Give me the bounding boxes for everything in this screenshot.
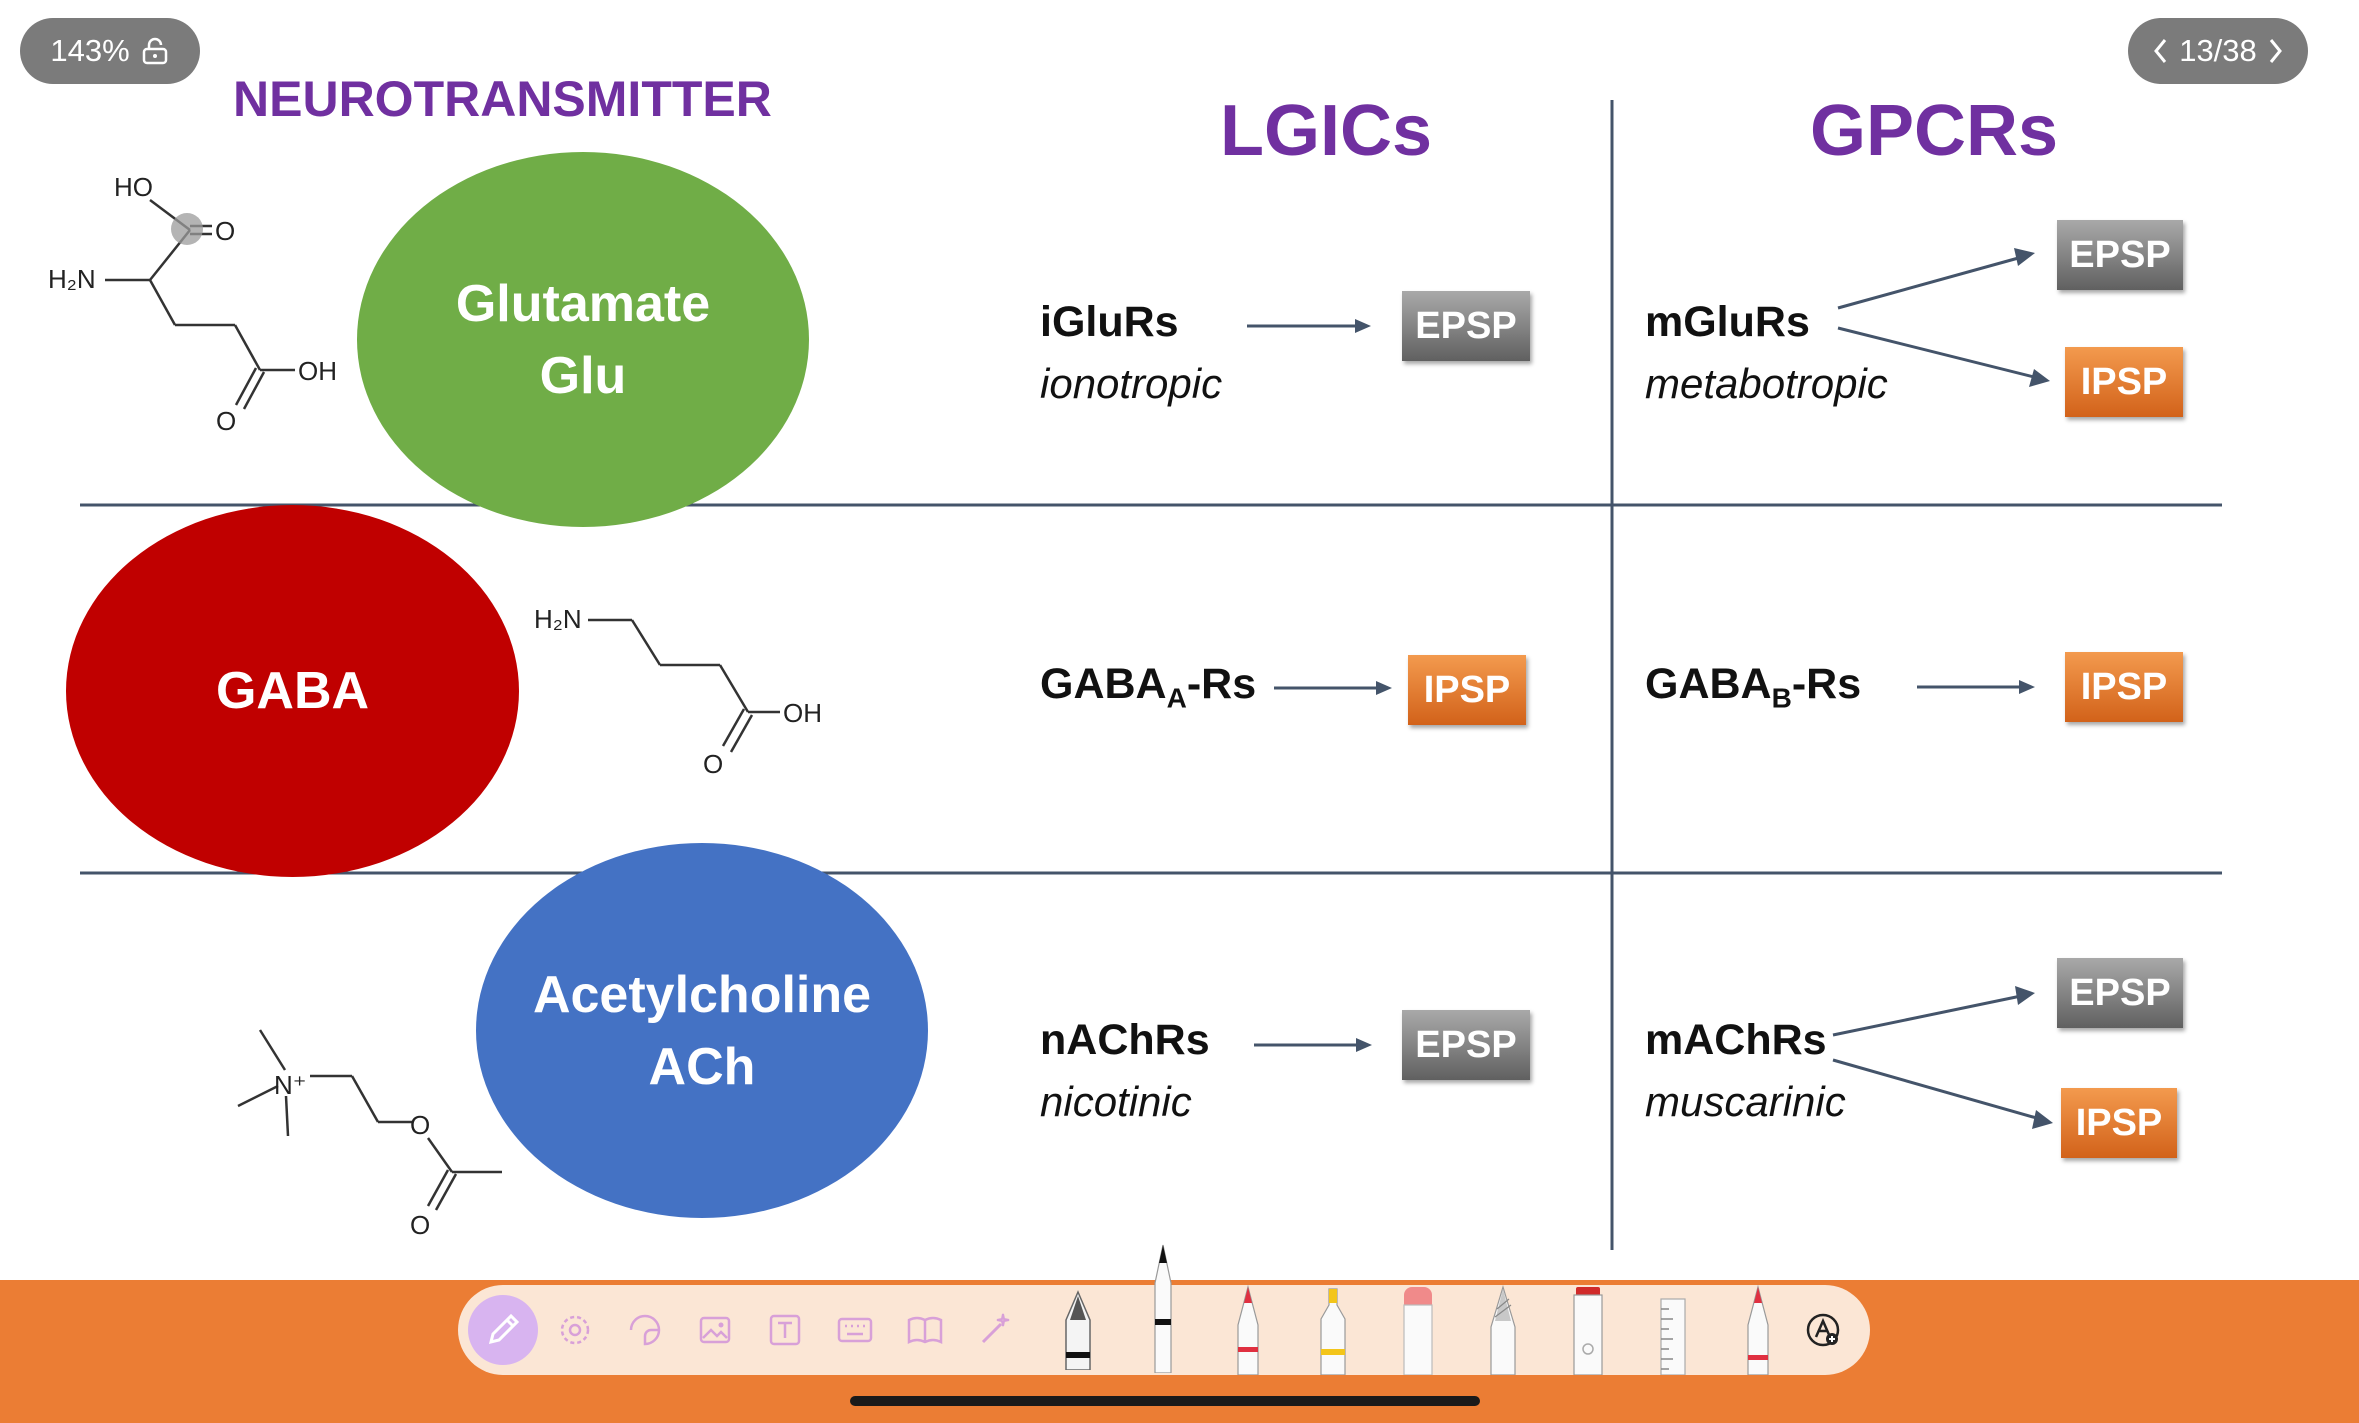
text-box-icon[interactable] bbox=[760, 1305, 810, 1355]
pencil-tool-icon[interactable] bbox=[1478, 1285, 1528, 1375]
eraser-icon[interactable] bbox=[1393, 1285, 1443, 1375]
output-badge-epsp: EPSP bbox=[2057, 958, 2183, 1028]
gpcr-name-machrs: mAChRs bbox=[1645, 1016, 1827, 1064]
page-indicator[interactable]: 13/38 bbox=[2128, 18, 2308, 84]
arrow bbox=[1917, 680, 2035, 694]
branching-arrows bbox=[1837, 248, 2050, 387]
slide-canvas[interactable]: 143% 13/38 NEUROTRANSMITTER LGICs GPCRs bbox=[0, 0, 2359, 1280]
mol-label-o: O bbox=[410, 1110, 430, 1140]
gaba-molecule: H₂N OH O bbox=[534, 604, 822, 779]
mol-label-oh: OH bbox=[783, 698, 822, 728]
lgic-name-gaba-a: GABAA-Rs bbox=[1040, 660, 1257, 714]
ruler-icon[interactable] bbox=[1648, 1295, 1698, 1375]
column-header-lgics: LGICs bbox=[1220, 91, 1433, 171]
output-badge-ipsp: IPSP bbox=[2065, 652, 2183, 722]
brush-pen-icon[interactable] bbox=[1563, 1285, 1613, 1375]
gpcr-type-muscarinic: muscarinic bbox=[1645, 1078, 1846, 1125]
pencil-icon[interactable] bbox=[468, 1295, 538, 1365]
output-badge-ipsp: IPSP bbox=[2065, 347, 2183, 417]
image-icon[interactable] bbox=[690, 1305, 740, 1355]
lock-open-icon bbox=[142, 37, 167, 65]
mol-label-oh: OH bbox=[298, 356, 337, 386]
ballpoint-pen-icon[interactable] bbox=[1138, 1243, 1188, 1373]
red-marker-icon[interactable] bbox=[1733, 1285, 1783, 1375]
slide-title: NEUROTRANSMITTER bbox=[233, 71, 772, 127]
sticker-icon[interactable] bbox=[620, 1305, 670, 1355]
page-number: 13/38 bbox=[2179, 33, 2257, 68]
lgic-type-ionotropic: ionotropic bbox=[1040, 360, 1223, 407]
output-badge-epsp: EPSP bbox=[1402, 291, 1530, 361]
output-badge-epsp: EPSP bbox=[1402, 1010, 1530, 1080]
mol-label-ho: HO bbox=[114, 172, 153, 202]
nt-abbr: Glu bbox=[539, 346, 627, 405]
arrow bbox=[1254, 1038, 1372, 1052]
mol-label-h2n: H₂N bbox=[534, 604, 582, 634]
arrow bbox=[1274, 681, 1392, 695]
table-grid bbox=[80, 100, 2222, 1250]
magic-wand-icon[interactable] bbox=[970, 1305, 1020, 1355]
branching-arrows bbox=[1832, 986, 2053, 1129]
mol-label-o: O bbox=[703, 749, 723, 779]
nt-name: GABA bbox=[215, 662, 370, 720]
lgic-name-nachrs: nAChRs bbox=[1040, 1016, 1210, 1064]
keyboard-icon[interactable] bbox=[830, 1305, 880, 1355]
lgic-name-iglurs: iGluRs bbox=[1040, 298, 1179, 346]
zoom-indicator[interactable]: 143% bbox=[20, 18, 200, 84]
nt-name: Glutamate bbox=[455, 274, 711, 333]
lasso-icon[interactable] bbox=[550, 1305, 600, 1355]
add-pen-icon[interactable] bbox=[1798, 1305, 1848, 1355]
book-icon[interactable] bbox=[900, 1305, 950, 1355]
red-pen-icon[interactable] bbox=[1223, 1285, 1273, 1375]
gaba-ellipse: GABA bbox=[66, 505, 519, 877]
gpcr-type-metabotropic: metabotropic bbox=[1645, 360, 1888, 407]
mol-label-h2n: H₂N bbox=[48, 264, 96, 294]
column-header-gpcrs: GPCRs bbox=[1810, 91, 2059, 171]
mol-label-n: N⁺ bbox=[274, 1070, 307, 1100]
fountain-pen-icon[interactable] bbox=[1053, 1290, 1103, 1370]
chevron-left-icon[interactable] bbox=[2151, 36, 2171, 66]
annotation-toolbar bbox=[458, 1244, 1870, 1375]
nt-name: Acetylcholine bbox=[532, 965, 872, 1024]
gpcr-name-gaba-b: GABAB-Rs bbox=[1645, 660, 1862, 714]
arrow bbox=[1247, 319, 1371, 333]
lgic-type-nicotinic: nicotinic bbox=[1040, 1078, 1192, 1125]
acetylcholine-molecule: N⁺ O O bbox=[237, 1029, 502, 1240]
chevron-right-icon[interactable] bbox=[2265, 36, 2285, 66]
yellow-highlighter-icon[interactable] bbox=[1308, 1285, 1358, 1375]
output-badge-epsp: EPSP bbox=[2057, 220, 2183, 290]
mol-label-o2: O bbox=[410, 1210, 430, 1240]
glutamate-molecule: HO O H₂N OH O bbox=[48, 172, 337, 436]
zoom-level: 143% bbox=[50, 33, 130, 68]
mol-label-o: O bbox=[215, 216, 235, 246]
home-indicator[interactable] bbox=[850, 1396, 1480, 1406]
gpcr-name-mglurs: mGluRs bbox=[1645, 298, 1810, 346]
output-badge-ipsp: IPSP bbox=[2061, 1088, 2177, 1158]
nt-abbr: ACh bbox=[648, 1037, 756, 1096]
output-badge-ipsp: IPSP bbox=[1408, 655, 1526, 725]
mol-label-o2: O bbox=[216, 406, 236, 436]
